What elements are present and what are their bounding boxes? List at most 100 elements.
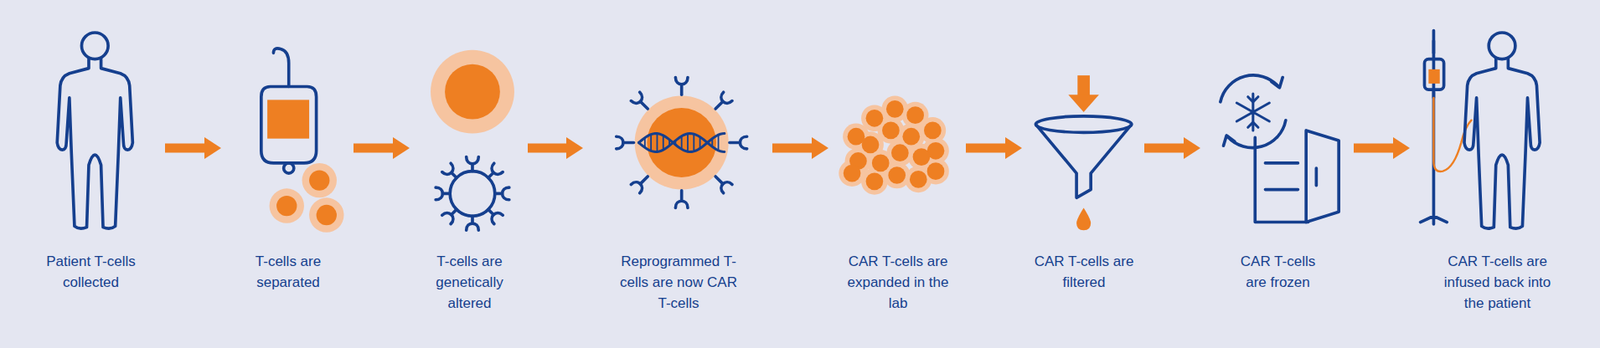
cell-core [882,122,900,140]
dna-rung [656,134,659,153]
flow-arrow [527,144,568,154]
icon-stroke [444,64,501,120]
icon-stroke [1035,116,1132,198]
icon-stroke [1077,75,1090,96]
cell-core [866,172,884,191]
receptor [715,101,723,109]
dna-rung [692,134,695,152]
cell-core [909,170,928,189]
blood-bag-icon [261,48,317,174]
receptor [466,223,480,231]
dna-rung [650,134,652,152]
icon-stroke [269,188,305,223]
dna-strand [639,134,725,153]
receptor [675,77,688,85]
icon-stroke [634,96,729,191]
cell-cluster-icon [838,96,950,196]
process-step: CAR T-cells are infused back into the pa… [1411,25,1584,315]
process-step: Patient T-cells collected [16,25,166,294]
cell-core [843,165,862,183]
receptor [623,141,634,145]
dna-rung [644,138,646,149]
receptor [680,190,684,202]
icon-stroke [283,163,295,174]
icon-stroke [316,205,337,226]
step-caption: CAR T-cells are filtered [1033,251,1135,294]
icon-stroke [1035,116,1132,133]
cell-core [887,166,906,185]
flow-arrow [965,144,1007,154]
flow-arrow [772,144,814,154]
icon-stroke [309,170,330,191]
cell-core [923,122,942,140]
receptor [466,157,480,165]
icon-stroke [1236,93,1270,131]
process-step: T-cells are separated [222,25,354,294]
patient-figure [1464,32,1540,229]
flow-arrow [353,144,395,154]
dna-rung [717,134,720,151]
dna-rung [674,140,677,145]
freezer-icon [1220,75,1339,223]
flow-arrow [1144,144,1186,154]
process-step: CAR T-cells are expanded in the lab [830,25,966,315]
receptor [640,101,649,109]
icon-stroke [276,196,297,217]
icon-stroke [1248,97,1259,129]
process-step: CAR T-cells are frozen [1202,25,1354,294]
receptor [630,92,642,104]
t-cell-group [269,163,345,233]
receptor [680,84,684,95]
receptor-cell-icon [435,157,510,232]
icon-stroke [1236,93,1270,131]
cell-core [902,128,920,146]
car-t-cell-icon [616,77,748,209]
dna-rung [662,135,665,150]
receptor [491,213,503,225]
process-step: T-cells are genetically altered [411,25,528,315]
cell-core [927,162,945,181]
t-cell-icon [430,50,515,135]
step-caption: Patient T-cells collected [24,251,159,294]
cell-core [861,136,880,155]
receptor [502,187,510,201]
cell-core [913,148,931,166]
receptor [721,92,733,104]
dna-rung [711,139,713,148]
icon-stroke [1264,163,1298,191]
cell-core [886,100,904,119]
step-caption: CAR T-cells are frozen [1229,251,1327,294]
icon-stroke [1424,59,1444,91]
receptor [729,141,740,145]
step-caption: T-cells are genetically altered [423,251,517,315]
filter-funnel-icon [1035,75,1132,231]
cell-core [872,154,890,173]
icon-stroke [1315,168,1319,186]
receptor [640,176,649,185]
dna-rung [681,136,683,150]
icon-stroke [1271,77,1283,88]
receptor [739,136,747,150]
icon-stroke [449,171,496,217]
receptor [616,136,624,150]
icon-stroke [261,87,317,164]
icon-stroke [267,99,310,139]
cell-core [891,144,909,162]
step-caption: Reprogrammed T-cells are now CAR T-cells [615,251,742,315]
icon-stroke [1428,69,1440,84]
dna-rung [686,134,689,152]
icon-stroke [1432,41,1436,54]
dna-rung [699,137,702,150]
dna-rung [668,139,671,146]
icon-stroke [56,30,1540,233]
icon-stroke [309,197,344,233]
step-caption: CAR T-cells are infused back into the pa… [1439,251,1557,315]
receptor [442,163,454,175]
process-step: CAR T-cells are filtered [1023,25,1145,294]
receptor [715,176,723,185]
icon-stroke [1076,207,1091,231]
patient-figure [56,32,133,229]
icon-stroke [302,163,337,198]
